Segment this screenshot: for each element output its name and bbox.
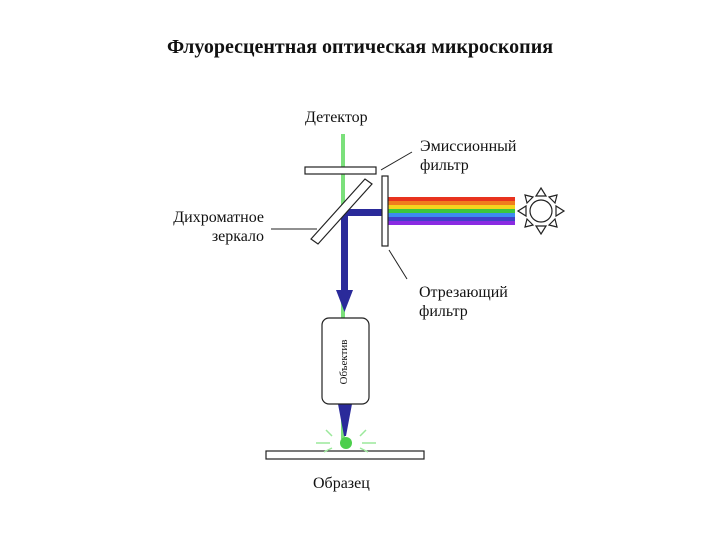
emission-filter-label-line2: фильтр	[420, 157, 469, 174]
excitation-beam-down	[341, 209, 348, 292]
cutoff-filter-label: Отрезающий фильтр	[419, 283, 508, 321]
sample-dot	[340, 437, 352, 449]
dichroic-mirror-label: Дихроматное зеркало	[140, 208, 264, 246]
excitation-arrowhead	[336, 290, 353, 312]
excitation-spectrum	[388, 197, 515, 225]
leader-lines	[271, 151, 413, 280]
objective-label: Объектив	[338, 339, 350, 385]
diagram-title: Флуоресцентная оптическая микроскопия	[166, 36, 554, 58]
excitation-beam-horizontal	[346, 209, 382, 216]
dichroic-mirror-label-line2: зеркало	[211, 228, 264, 245]
sample-stage	[265, 450, 425, 460]
sun-icon	[516, 186, 566, 236]
detector-plate	[304, 166, 377, 175]
cutoff-filter	[381, 175, 389, 247]
objective-lens	[321, 317, 370, 405]
cutoff-filter-label-line1: Отрезающий	[419, 284, 508, 301]
cutoff-filter-label-line2: фильтр	[419, 303, 468, 320]
dichroic-mirror-label-line1: Дихроматное	[173, 209, 264, 226]
sample-label: Образец	[313, 475, 370, 492]
focused-beam	[338, 404, 352, 436]
dichroic-mirror	[310, 178, 373, 245]
emission-filter-label: Эмиссионный фильтр	[420, 137, 516, 175]
detector-label: Детектор	[305, 109, 368, 126]
sample-fluorescence-rays	[316, 429, 376, 453]
emission-filter-label-line1: Эмиссионный	[420, 138, 517, 155]
